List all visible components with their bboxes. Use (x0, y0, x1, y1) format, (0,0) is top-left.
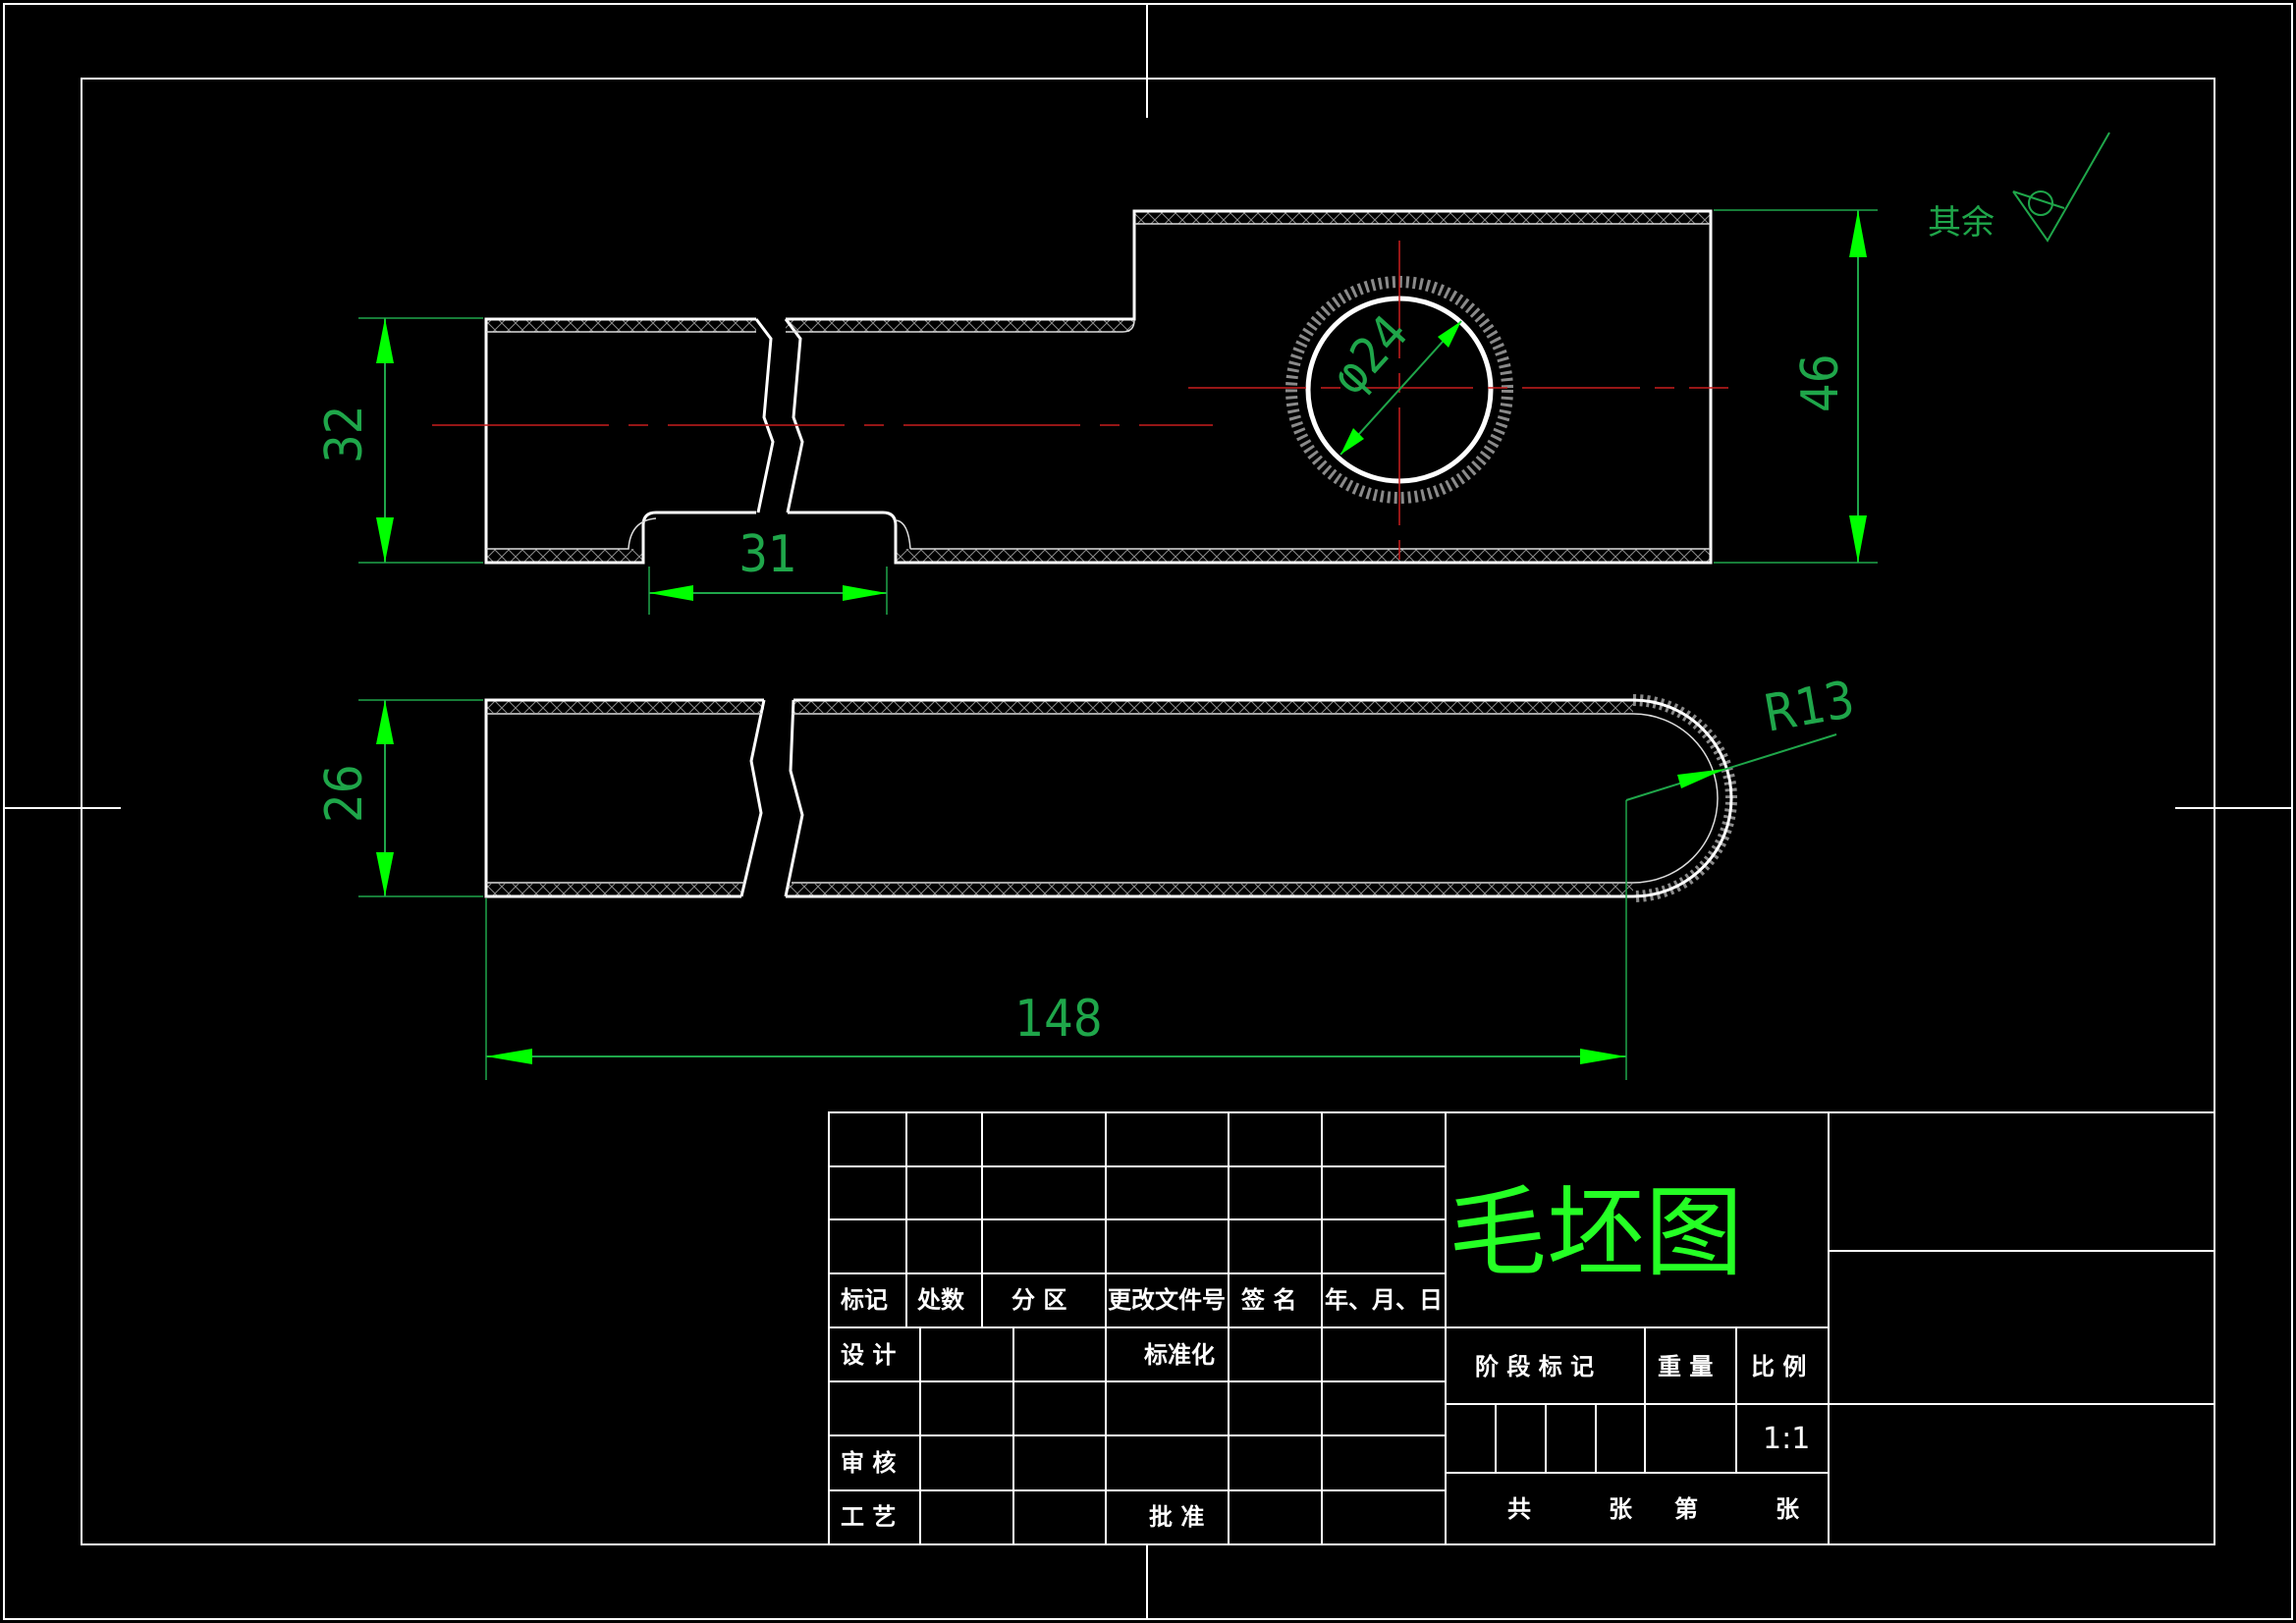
header-zone-label: 分 区 (1011, 1286, 1066, 1314)
top-view: φ24 (432, 209, 1728, 565)
sheet-label: 张 (1776, 1495, 1800, 1523)
radius-label: R13 (1760, 671, 1859, 744)
break-line-top-right (784, 318, 804, 514)
hole-diameter-dimension: φ24 (1320, 304, 1462, 456)
top-view-left-outline (484, 317, 756, 565)
top-view-hatching (486, 211, 1711, 562)
bottom-view-hatching (486, 694, 1737, 902)
top-height-dimension: 32 (315, 317, 483, 564)
title-block-labels: 标记 处数 分 区 更改文件号 签 名 年、月、日 设 计 标准化 审 核 工 … (841, 1286, 1810, 1531)
stage-mark-label: 阶 段 标 记 (1475, 1353, 1594, 1380)
right-height-label: 46 (1791, 353, 1850, 412)
bottom-view-inner-lines (486, 713, 1719, 884)
header-sign-label: 签 名 (1240, 1286, 1296, 1314)
page-label: 第 (1674, 1495, 1698, 1523)
header-date-label: 年、月、日 (1325, 1286, 1443, 1314)
surface-finish-symbol: 其余 (1928, 132, 2110, 243)
surface-finish-label: 其余 (1928, 203, 1995, 243)
break-line-bottom-right (784, 699, 804, 897)
inner-frame (81, 78, 2215, 1545)
bottom-height-dimension: 26 (315, 699, 483, 897)
design-label: 设 计 (841, 1341, 896, 1369)
scale-value: 1:1 (1763, 1422, 1810, 1456)
overall-length-label: 148 (1014, 990, 1102, 1049)
break-line-bottom-left (739, 699, 766, 897)
process-label: 工 艺 (841, 1503, 896, 1531)
scale-label: 比 例 (1751, 1353, 1806, 1380)
radius-dimension: R13 (1625, 671, 1859, 1080)
right-height-dimension: 46 (1714, 209, 1878, 564)
weight-label: 重 量 (1658, 1353, 1713, 1380)
slot-width-label: 31 (738, 525, 797, 584)
total-label: 共 (1507, 1495, 1531, 1523)
header-count-label: 处数 (916, 1286, 965, 1314)
bottom-view-right-outline (786, 698, 1733, 898)
title-block (828, 1111, 2215, 1545)
drawing-title: 毛坯图 (1449, 1175, 1743, 1290)
top-height-label: 32 (315, 405, 374, 463)
top-view-right-outline (786, 209, 1713, 565)
bottom-view (484, 694, 1737, 902)
bottom-height-label: 26 (315, 764, 374, 823)
top-view-inner-lines (486, 223, 1711, 550)
bottom-view-left-outline (484, 698, 764, 898)
slot-width-dimension: 31 (648, 525, 888, 615)
hole-diameter-label: φ24 (1320, 304, 1419, 406)
break-line-top-left (754, 318, 775, 514)
approve-label: 批 准 (1149, 1503, 1204, 1531)
sheets-label: 张 (1609, 1495, 1633, 1523)
review-label: 审 核 (841, 1449, 896, 1477)
header-mark-label: 标记 (841, 1286, 888, 1314)
standardize-label: 标准化 (1144, 1341, 1215, 1369)
header-change-doc-label: 更改文件号 (1108, 1286, 1226, 1314)
overall-length-dimension: 148 (485, 898, 1626, 1080)
top-view-centerlines (432, 241, 1728, 563)
